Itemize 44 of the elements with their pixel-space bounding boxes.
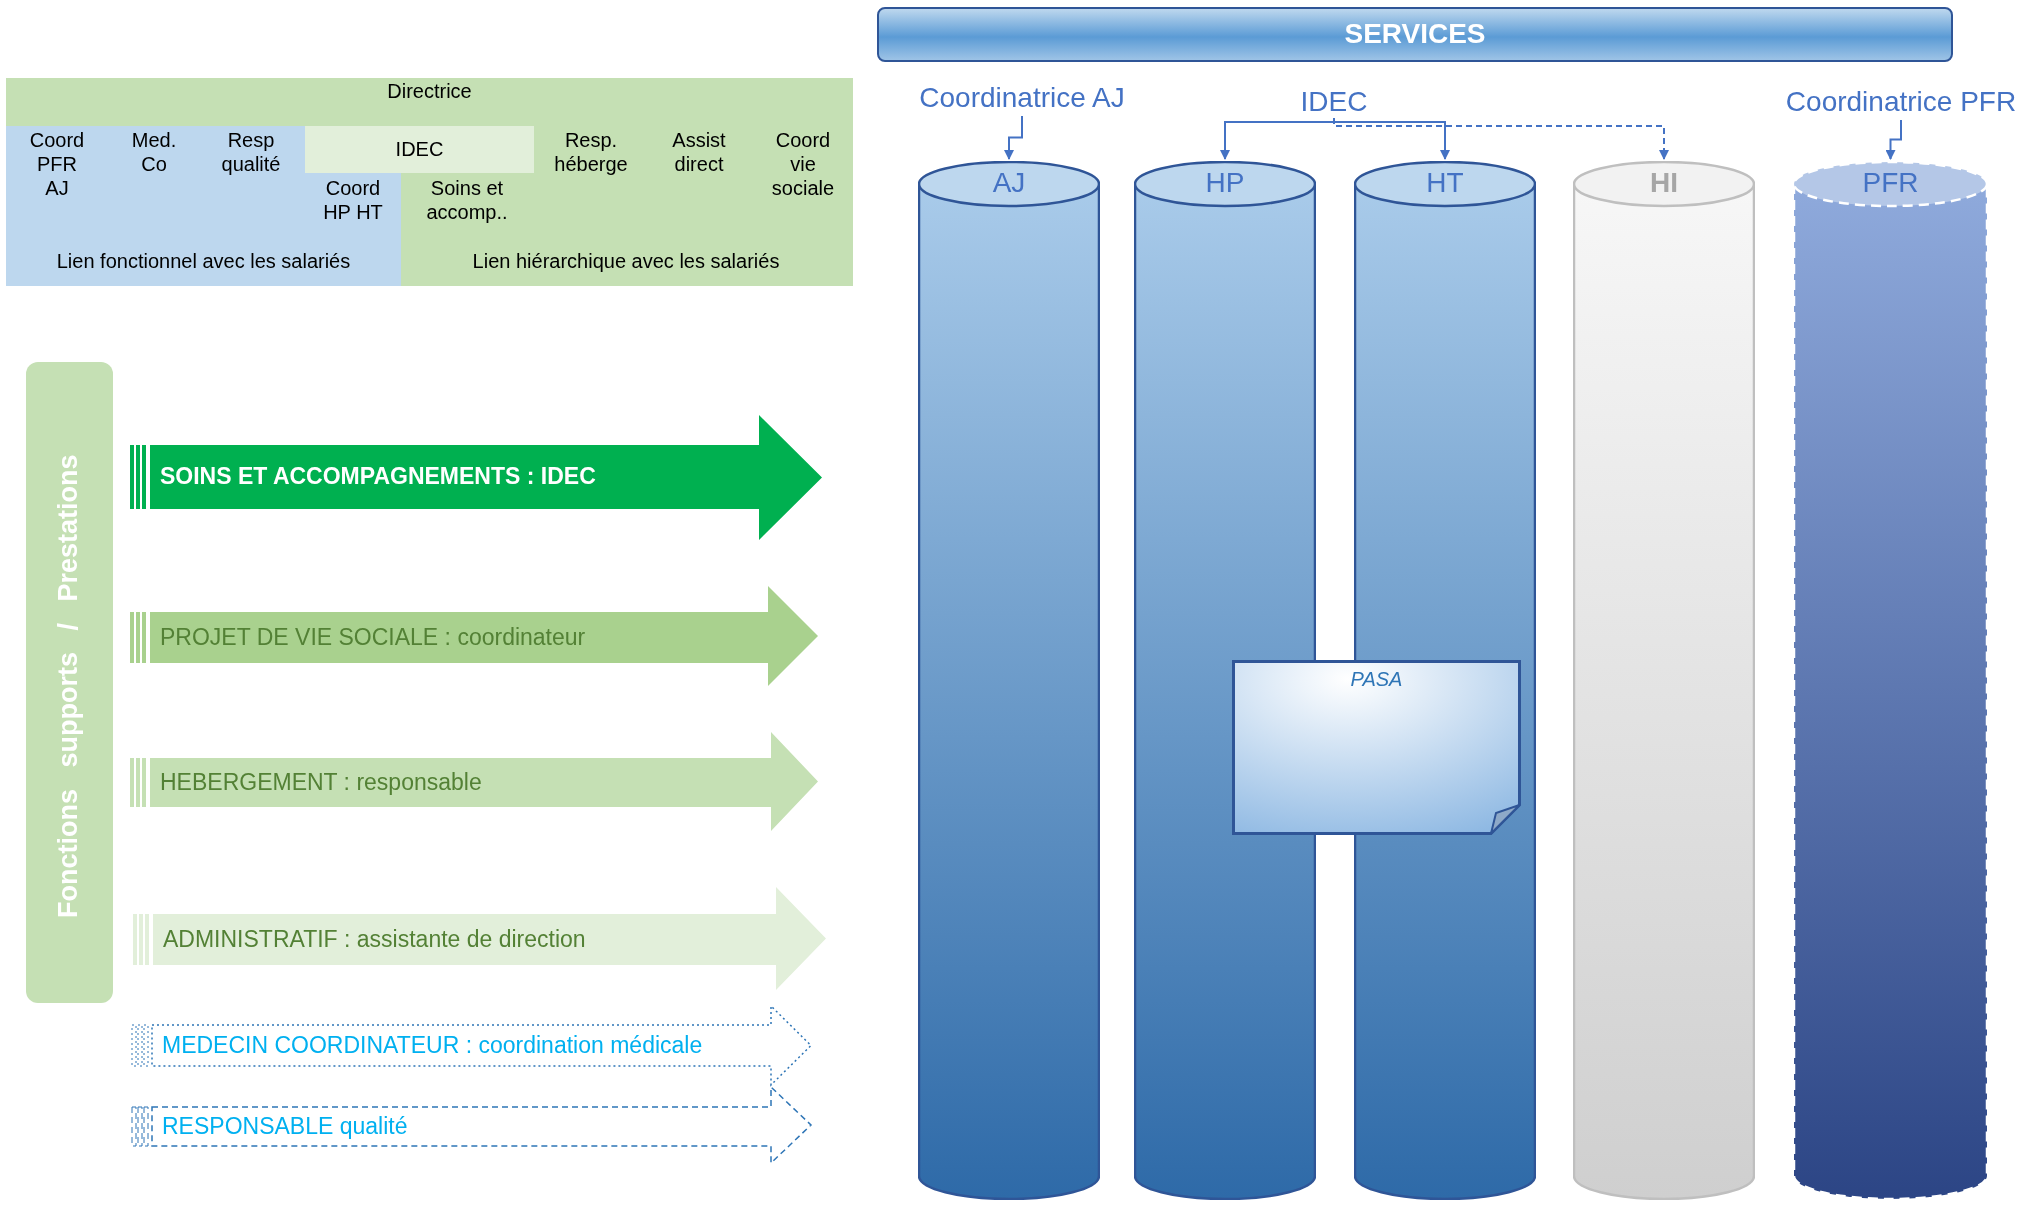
note-card (1232, 660, 1521, 835)
arrow-label: MEDECIN COORDINATEUR : coordination médicale (162, 1031, 703, 1059)
arrow-label: RESPONSABLE qualité (162, 1112, 408, 1140)
panel-caption: Lien hiérarchique avec les salariés (471, 250, 781, 273)
arrow (1004, 115, 1023, 160)
arrow-label: ADMINISTRATIF : assistante de direction (163, 925, 586, 953)
arrow-label: SOINS ET ACCOMPAGNEMENTS : IDEC (160, 463, 596, 490)
band-label: Fonctions supports / Prestations (53, 453, 84, 920)
cell-label: Resp. héberge (553, 128, 629, 176)
block-arrow (130, 415, 822, 540)
cylinder-label: HI (1649, 167, 1679, 199)
cell-label: Resp qualité (220, 128, 282, 176)
cell-label: Coord HP HT (322, 176, 384, 224)
cylinder-label: HT (1425, 167, 1465, 199)
cell-label: Coord vie sociale (770, 128, 836, 200)
block-arrow (132, 1087, 811, 1163)
header-box: IDEC (305, 126, 534, 173)
arrow-label: PROJET DE VIE SOCIALE : coordinateur (160, 623, 586, 651)
panel-title: Directrice (386, 80, 473, 103)
cell-label: Med. Co (130, 128, 178, 176)
cylinder (1134, 161, 1316, 1200)
block-arrow (133, 887, 826, 990)
side-band (26, 362, 113, 1003)
cylinder (1793, 161, 1988, 1200)
role-label: Coordinatrice PFR (1775, 86, 2027, 120)
banner: SERVICES (877, 7, 1953, 62)
cylinder-label: HP (1204, 167, 1246, 199)
note-title: PASA (1349, 668, 1404, 691)
cell-label: Coord PFR AJ (28, 128, 86, 200)
cylinder-label: PFR (1861, 167, 1920, 199)
role-label: IDEC (1298, 86, 1370, 118)
role-label: Coordinatrice AJ (900, 82, 1144, 116)
block-arrow (130, 732, 818, 831)
cell-label: Soins et accomp.. (425, 176, 509, 224)
cylinder (918, 161, 1100, 1200)
block-arrow (130, 586, 818, 686)
arrow (1885, 119, 1902, 160)
cell-label: Assist direct (671, 128, 727, 176)
panel-caption: Lien fonctionnel avec les salariés (55, 250, 352, 273)
panel (6, 78, 853, 286)
arrow-label: HEBERGEMENT : responsable (160, 768, 482, 796)
block-arrow (132, 1006, 811, 1085)
cylinder-label: AJ (991, 167, 1027, 199)
cylinder (1573, 161, 1755, 1200)
